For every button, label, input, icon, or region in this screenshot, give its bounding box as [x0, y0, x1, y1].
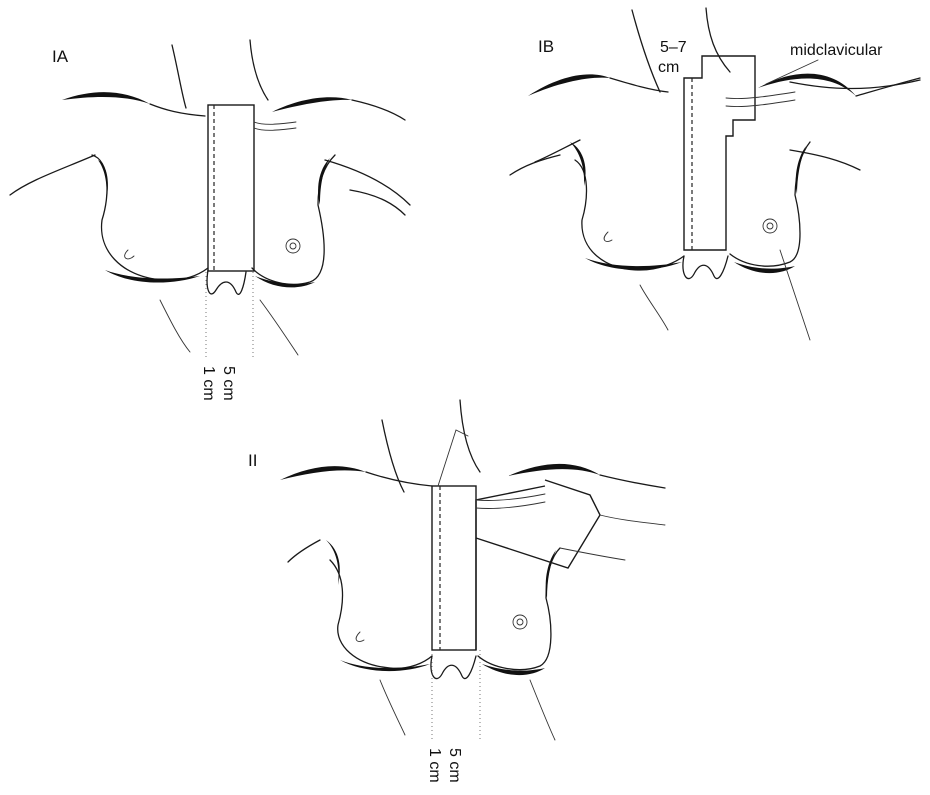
panel-ii-torso: [280, 400, 665, 740]
panel-ib-dim-unit: cm: [658, 59, 679, 76]
panel-ib-dim-range: 5–7: [660, 39, 687, 56]
panel-ia-dim-5cm: 5 cm: [220, 366, 237, 401]
panel-ii: II: [248, 400, 665, 783]
panel-ib-field: [684, 56, 818, 250]
panel-ia-field: [206, 105, 296, 360]
panel-ib-annotations: 5–7 cm midclavicular: [658, 39, 883, 76]
panel-ib: IB: [510, 8, 920, 340]
panel-ia-dim-1cm: 1 cm: [200, 366, 217, 401]
panel-ii-dim-1cm: 1 cm: [426, 748, 443, 783]
panel-ia: IA: [10, 40, 410, 401]
panel-ia-torso: [10, 40, 410, 355]
panel-ia-dimensions: 5 cm 1 cm: [200, 366, 237, 401]
panel-ii-dimensions: 5 cm 1 cm: [426, 748, 463, 783]
panel-ia-label: IA: [52, 47, 69, 66]
panel-ib-midclavicular-label: midclavicular: [790, 42, 883, 59]
panel-ii-field: [432, 430, 665, 740]
panel-ii-label: II: [248, 451, 257, 470]
panel-ii-dim-5cm: 5 cm: [446, 748, 463, 783]
panel-ib-label: IB: [538, 37, 554, 56]
